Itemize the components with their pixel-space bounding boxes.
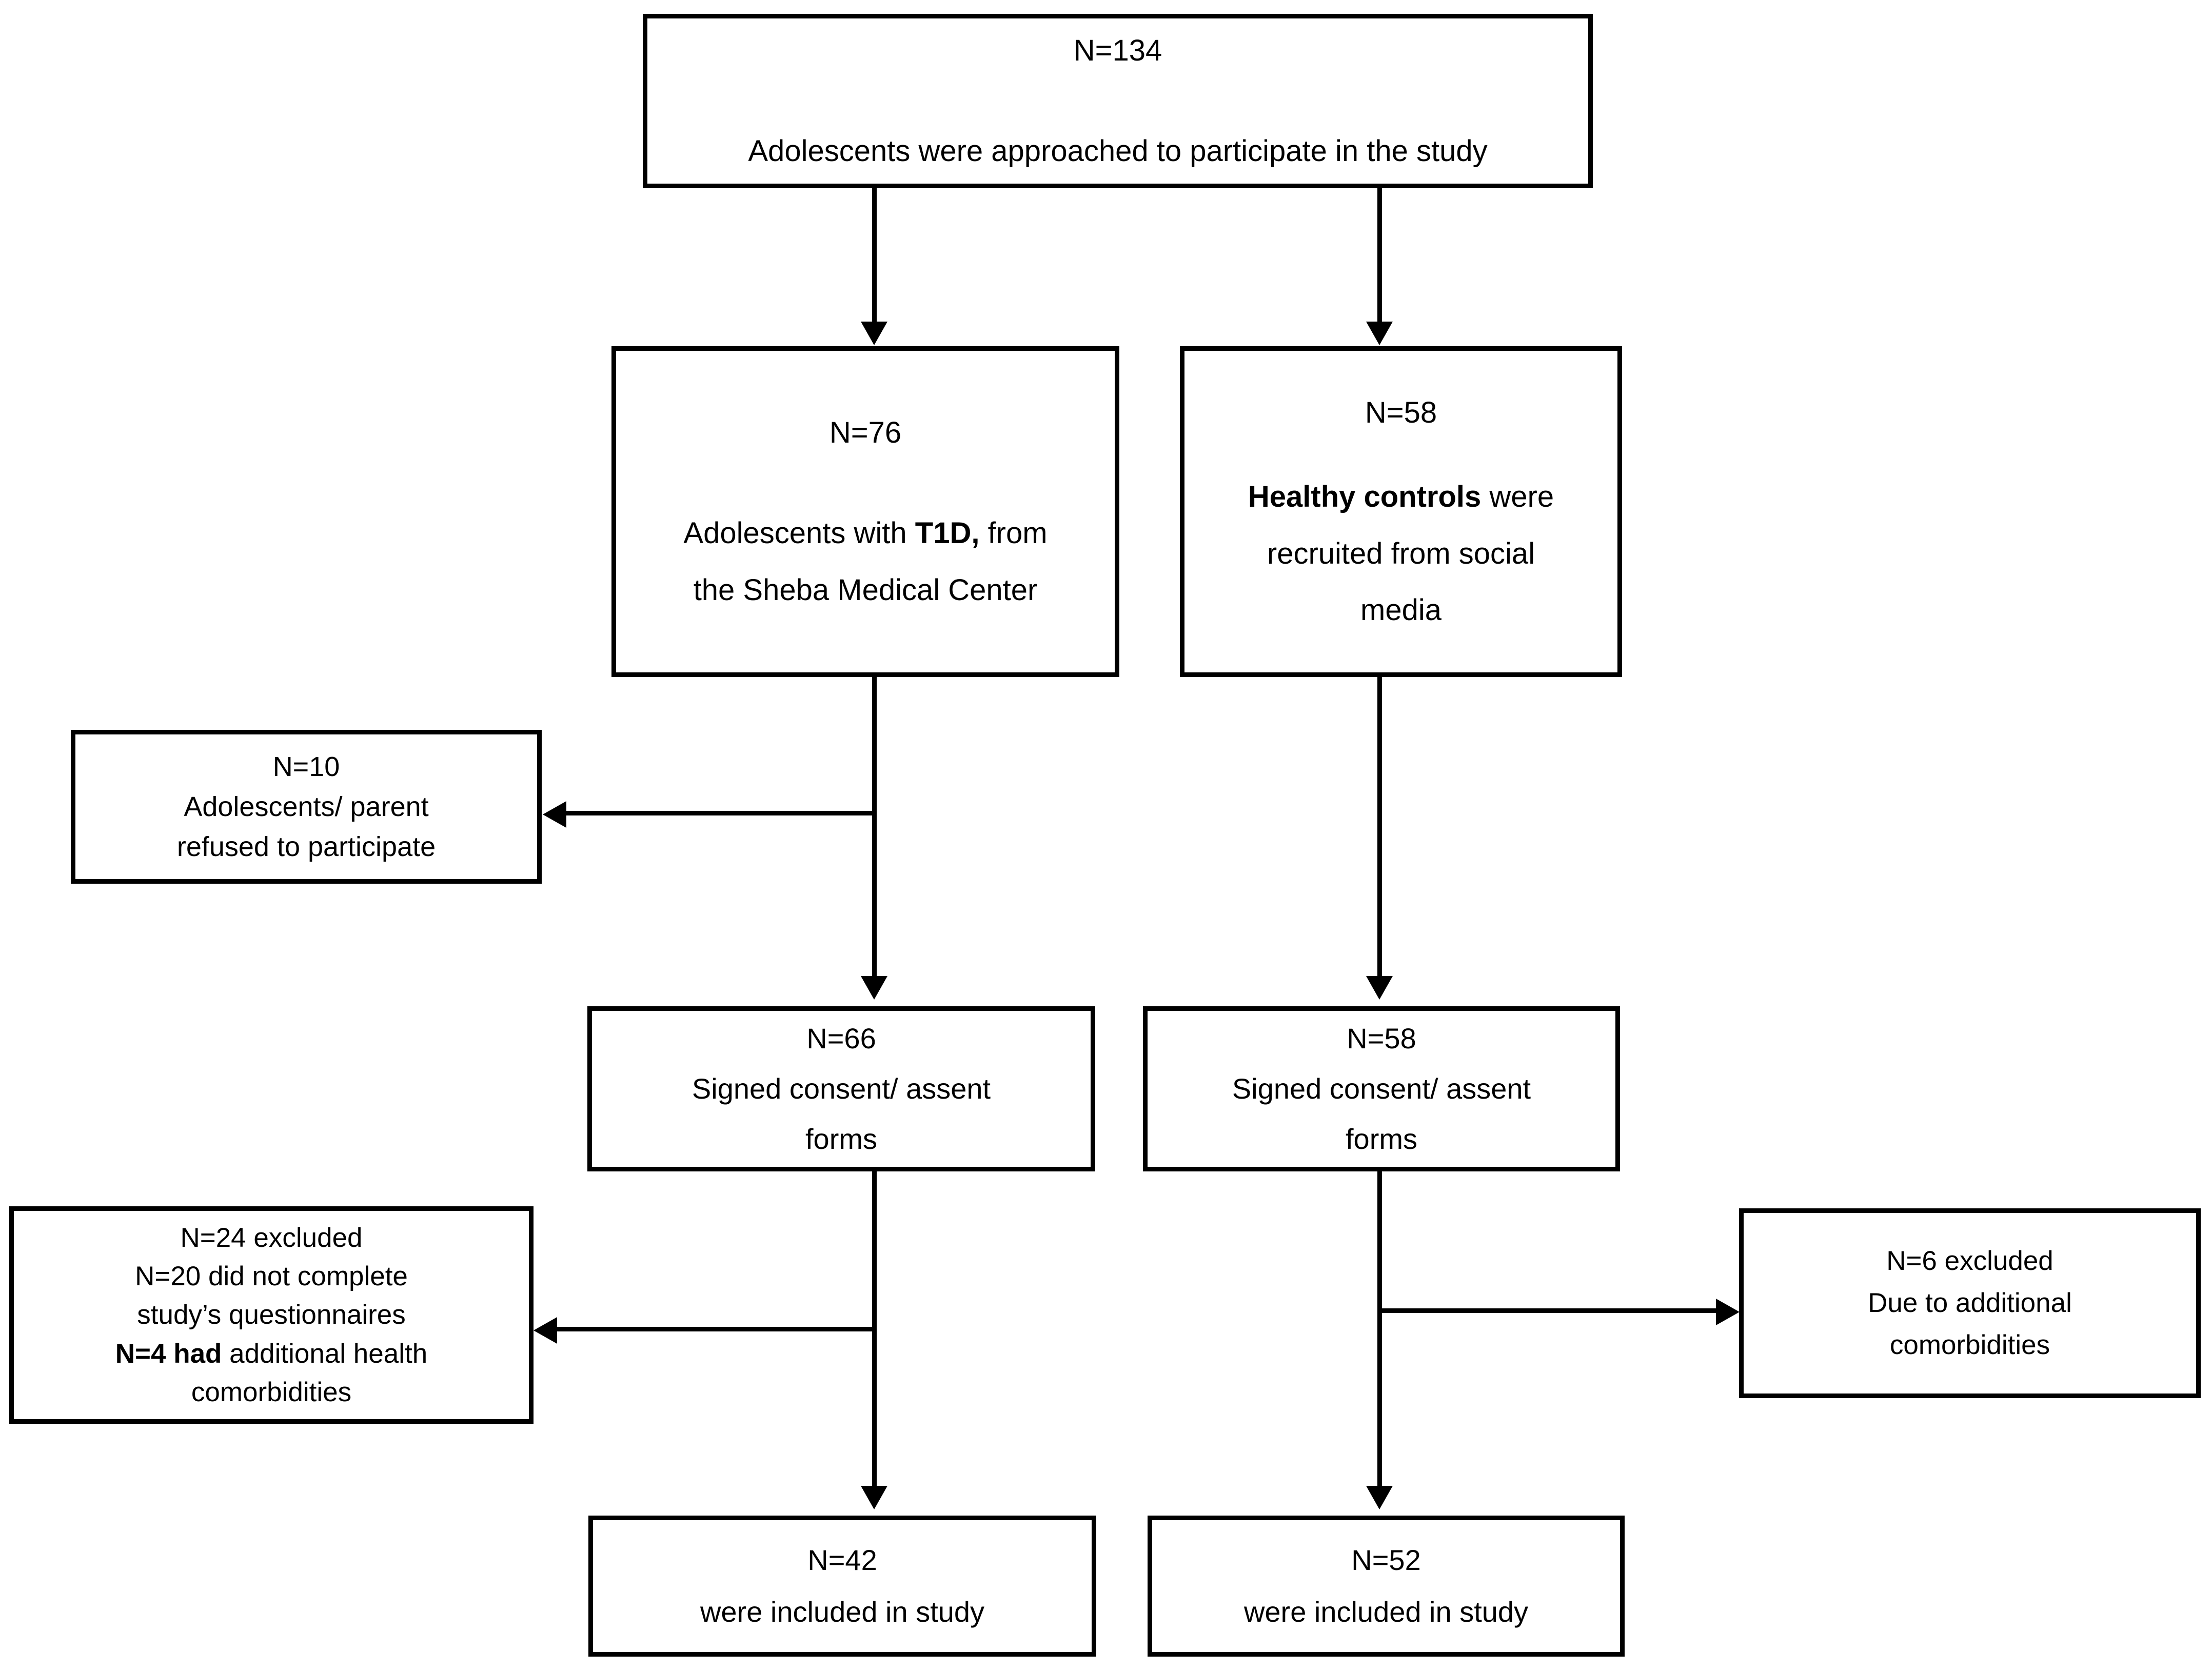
arrowhead-consent-to-excluded-hc <box>1716 1299 1740 1325</box>
arrowhead-consent-to-included-hc <box>1366 1486 1393 1509</box>
arrowhead-t1d-to-consent <box>861 976 887 1000</box>
connector-consent-to-excluded-t1d <box>557 1327 877 1331</box>
connector-t1d-to-consent <box>872 676 877 976</box>
node-controls-line3: media <box>1360 593 1441 627</box>
node-excluded-t1d-line5: comorbidities <box>191 1377 352 1407</box>
connector-consent-to-included-hc <box>1377 1170 1382 1486</box>
node-controls-group[interactable]: N=58 Healthy controls were recruited fro… <box>1180 346 1622 677</box>
node-excluded-t1d[interactable]: N=24 excluded N=20 did not complete stud… <box>9 1206 534 1424</box>
node-excluded-hc-line1: N=6 excluded <box>1886 1245 2053 1276</box>
node-consent-t1d-count: N=66 <box>806 1022 876 1054</box>
node-included-t1d-line1: were included in study <box>700 1595 985 1628</box>
node-excluded-t1d-line1: N=24 excluded <box>180 1222 363 1253</box>
node-included-t1d[interactable]: N=42 were included in study <box>588 1516 1096 1657</box>
node-t1d-count: N=76 <box>829 416 902 450</box>
arrowhead-approached-to-t1d <box>861 322 887 345</box>
node-excluded-hc-line2: Due to additional <box>1868 1287 2072 1318</box>
arrowhead-t1d-to-refused <box>543 801 566 828</box>
arrowhead-approached-to-controls <box>1366 322 1393 345</box>
node-included-hc-line1: were included in study <box>1243 1595 1529 1628</box>
node-consent-hc-count: N=58 <box>1347 1022 1416 1054</box>
connector-controls-to-consent <box>1377 676 1382 976</box>
arrowhead-controls-to-consent <box>1366 976 1393 1000</box>
node-refused-line1: Adolescents/ parent <box>184 791 429 822</box>
node-approached[interactable]: N=134 Adolescents were approached to par… <box>643 14 1593 188</box>
node-consent-hc[interactable]: N=58 Signed consent/ assent forms <box>1143 1006 1620 1171</box>
connector-consent-to-excluded-hc <box>1380 1308 1716 1313</box>
node-controls-line1: Healthy controls were <box>1248 480 1554 514</box>
node-included-hc[interactable]: N=52 were included in study <box>1148 1516 1625 1657</box>
node-approached-count: N=134 <box>1073 33 1162 67</box>
node-excluded-hc[interactable]: N=6 excluded Due to additional comorbidi… <box>1739 1208 2201 1398</box>
connector-approached-to-t1d <box>872 188 877 322</box>
node-consent-t1d-line2: forms <box>805 1123 877 1155</box>
node-refused-count: N=10 <box>272 751 340 782</box>
arrowhead-consent-to-excluded-t1d <box>534 1317 557 1344</box>
node-refused[interactable]: N=10 Adolescents/ parent refused to part… <box>71 730 542 884</box>
node-excluded-t1d-line3: study’s questionnaires <box>137 1300 406 1330</box>
node-controls-line2: recruited from social <box>1267 536 1535 570</box>
node-refused-line2: refused to participate <box>176 831 436 863</box>
node-excluded-t1d-line2: N=20 did not complete <box>135 1261 408 1292</box>
node-consent-hc-line1: Signed consent/ assent <box>1232 1072 1531 1105</box>
node-consent-t1d-line1: Signed consent/ assent <box>692 1072 991 1105</box>
node-excluded-t1d-line4: N=4 had additional health <box>115 1338 428 1369</box>
node-t1d-line1: Adolescents with T1D, from <box>683 516 1048 550</box>
node-included-t1d-count: N=42 <box>807 1543 877 1576</box>
node-approached-text: Adolescents were approached to participa… <box>748 134 1488 168</box>
node-consent-hc-line2: forms <box>1346 1123 1417 1155</box>
node-t1d-line2: the Sheba Medical Center <box>693 573 1038 607</box>
connector-t1d-to-refused <box>566 811 877 815</box>
arrowhead-consent-to-included-t1d <box>861 1486 887 1509</box>
connector-approached-to-controls <box>1377 188 1382 322</box>
node-included-hc-count: N=52 <box>1351 1543 1421 1576</box>
node-controls-count: N=58 <box>1365 396 1437 430</box>
node-t1d-group[interactable]: N=76 Adolescents with T1D, from the Sheb… <box>611 346 1119 677</box>
node-excluded-hc-line3: comorbidities <box>1889 1330 2050 1361</box>
node-consent-t1d[interactable]: N=66 Signed consent/ assent forms <box>587 1006 1095 1171</box>
